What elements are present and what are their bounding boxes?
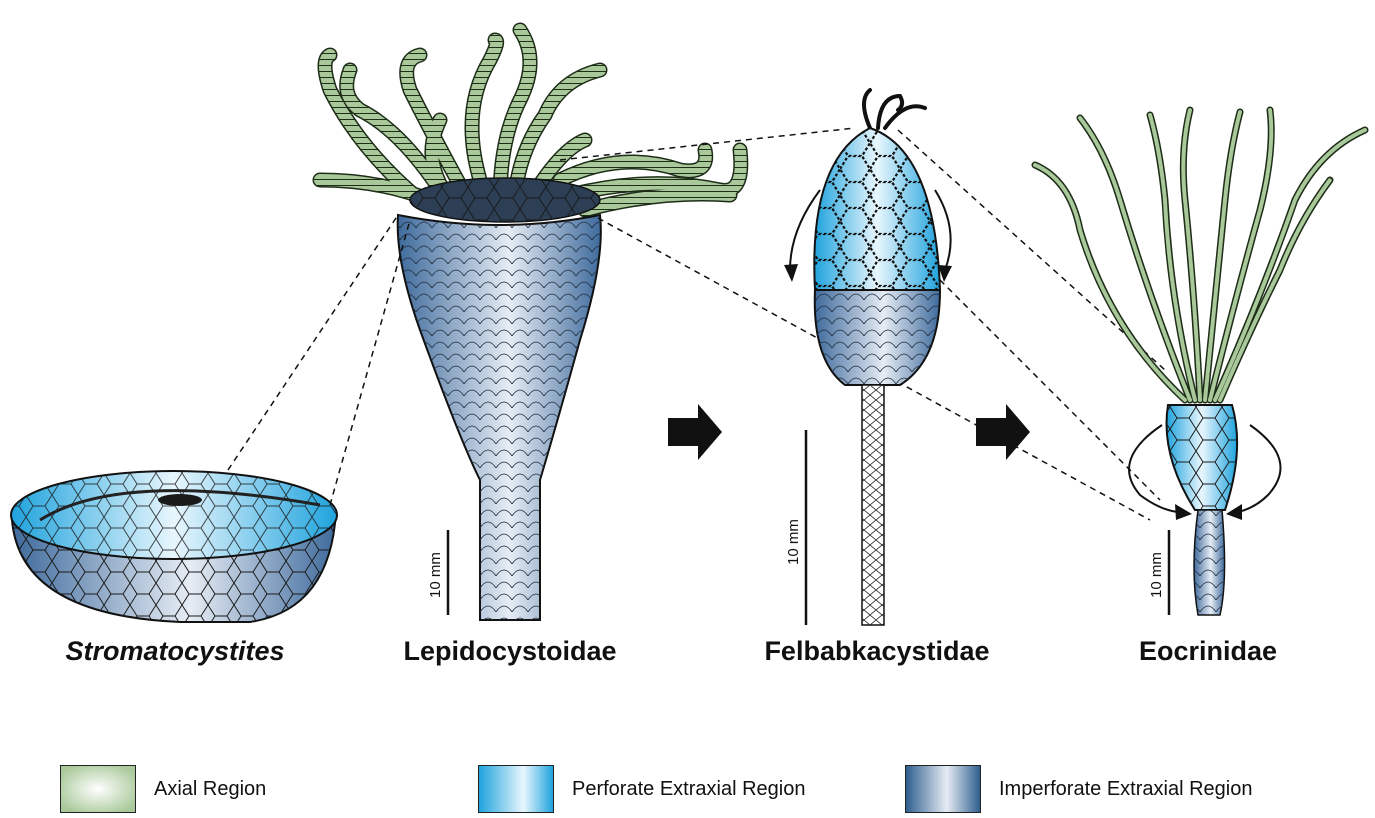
taxon-label-lepidocystoidae: Lepidocystoidae xyxy=(403,636,616,667)
evolution-arrow-2 xyxy=(976,404,1030,460)
taxon-label-eocrinidae: Eocrinidae xyxy=(1139,636,1277,667)
stromatocystites-illustration xyxy=(11,471,337,622)
scale-bar-felbabkacystidae: 10 mm xyxy=(785,430,806,625)
legend-label-perforate: Perforate Extraxial Region xyxy=(572,778,805,801)
felbabkacystidae-illustration xyxy=(784,90,952,625)
scale-label-1: 10 mm xyxy=(427,552,444,598)
evolution-arrow-1 xyxy=(668,404,722,460)
taxon-label-felbabkacystidae: Felbabkacystidae xyxy=(764,636,989,667)
legend-swatch-imperforate xyxy=(905,765,981,813)
taxon-label-stromatocystites: Stromatocystites xyxy=(65,636,284,667)
legend-swatch-axial xyxy=(60,765,136,813)
legend-label-axial: Axial Region xyxy=(154,778,266,801)
legend-item-imperforate: Imperforate Extraxial Region xyxy=(905,764,1252,814)
scale-label-3: 10 mm xyxy=(1148,552,1165,598)
legend-label-imperforate: Imperforate Extraxial Region xyxy=(999,778,1252,801)
legend-item-axial: Axial Region xyxy=(60,764,266,814)
legend-item-perforate: Perforate Extraxial Region xyxy=(478,764,805,814)
scale-bar-lepidocystoidae: 10 mm xyxy=(427,530,448,615)
lepidocystoidae-illustration xyxy=(320,30,741,620)
eocrinidae-illustration xyxy=(1035,110,1365,615)
scale-label-2: 10 mm xyxy=(785,519,802,565)
legend-swatch-perforate xyxy=(478,765,554,813)
scale-bar-eocrinidae: 10 mm xyxy=(1148,530,1169,615)
